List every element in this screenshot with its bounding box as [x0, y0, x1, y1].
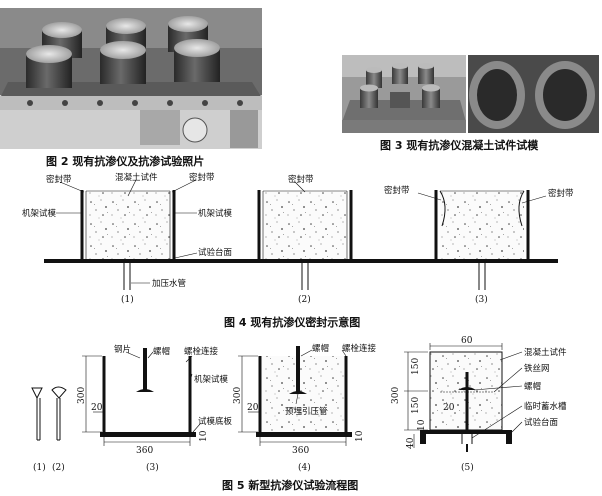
fig5-panel-number-2: (2)	[52, 462, 65, 473]
fig5-label-nut-b: 螺帽	[312, 343, 329, 354]
fig4-label-seal-band-3a: 密封带	[384, 185, 410, 196]
fig4-leaders	[56, 179, 547, 284]
fig5-label-wire-mesh: 铁丝网	[524, 363, 550, 374]
fig5-dim-10-c: 10	[417, 419, 427, 431]
fig4-panel-number-2: (2)	[298, 294, 311, 305]
fig5-item-1	[31, 387, 43, 441]
fig5-panel-3	[82, 348, 196, 446]
fig5-dim-300-a: 300	[77, 387, 87, 404]
fig5-dim-40: 40	[406, 437, 416, 449]
fig5-label-water-tank: 临时蓄水槽	[524, 401, 567, 412]
fig5-caption: 图 5 新型抗渗仪试验流程图	[222, 478, 358, 492]
fig4-panel-3	[434, 190, 530, 290]
fig4-caption: 图 4 现有抗渗仪密封示意图	[224, 315, 360, 329]
fig4-label-test-table: 试验台面	[198, 247, 233, 258]
fig5-panel-5	[404, 343, 512, 452]
fig3-caption: 图 3 现有抗渗仪混凝土试件试模	[380, 138, 539, 152]
fig4-label-seal-band-3b: 密封带	[548, 188, 574, 199]
fig5-dim-20-c: 20	[443, 403, 455, 413]
fig3-photo	[342, 55, 466, 133]
fig4-label-frame-mold-left: 机架试模	[22, 208, 57, 219]
fig4-panel-number-1: (1)	[121, 294, 134, 305]
fig4-label-seal-band-1: 密封带	[46, 174, 72, 185]
fig5-panel-number-5: (5)	[461, 462, 474, 473]
fig5-dim-10-b: 10	[355, 430, 365, 442]
fig5-dim-360-b: 360	[292, 446, 309, 456]
fig5-label-steel-sheet: 钢片	[114, 344, 131, 355]
fig5-panel-number-1: (1)	[33, 462, 46, 473]
fig5-dim-360-a: 360	[136, 446, 153, 456]
fig5-label-bolt-conn-b: 螺栓连接	[342, 343, 377, 354]
fig5-dim-150-bot: 150	[411, 397, 421, 414]
fig2-caption: 图 2 现有抗渗仪及抗渗试验照片	[46, 154, 204, 168]
fig5-label-mold-base: 试模底板	[198, 416, 233, 427]
fig4-label-seal-band-1b: 密封带	[189, 172, 215, 183]
fig4-label-pressure-pipe: 加压水管	[152, 278, 186, 289]
fig5-dim-10-a: 10	[199, 430, 209, 442]
fig5-dim-20-a: 20	[91, 403, 103, 413]
fig5-dim-300-b: 300	[233, 387, 243, 404]
fig5-label-test-table: 试验台面	[524, 417, 559, 428]
fig5-dim-20-b: 20	[247, 403, 259, 413]
fig4-panel-2	[257, 190, 353, 290]
fig5-dim-150-top: 150	[411, 358, 421, 375]
fig5-panel-4	[238, 346, 352, 446]
fig4-label-seal-band-2: 密封带	[288, 174, 314, 185]
fig5-label-nut-a: 螺帽	[153, 346, 170, 357]
fig4-test-table-plate	[44, 259, 558, 263]
fig4-panel-1	[80, 190, 176, 290]
fig5-item-2	[51, 386, 67, 441]
fig5-panel-number-3: (3)	[146, 462, 159, 473]
fig4-label-frame-mold-right: 机架试模	[198, 208, 233, 219]
fig5-label-frame-mold: 机架试模	[194, 374, 229, 385]
fig5-label-embedded-pipe: 预埋引压管	[285, 406, 328, 417]
fig3-photo-closeup	[468, 55, 599, 133]
fig2-photo	[0, 8, 262, 149]
fig5-label-bolt-conn-a: 螺栓连接	[184, 346, 219, 357]
fig4-panel-number-3: (3)	[475, 294, 488, 305]
fig5-dim-300-c: 300	[391, 387, 401, 404]
fig5-label-specimen: 混凝土试件	[524, 347, 567, 358]
fig5-panel-number-4: (4)	[298, 462, 311, 473]
fig5-dim-60: 60	[461, 336, 473, 346]
fig5-label-nut-c: 螺帽	[524, 381, 541, 392]
fig4-label-specimen: 混凝土试件	[115, 172, 158, 183]
